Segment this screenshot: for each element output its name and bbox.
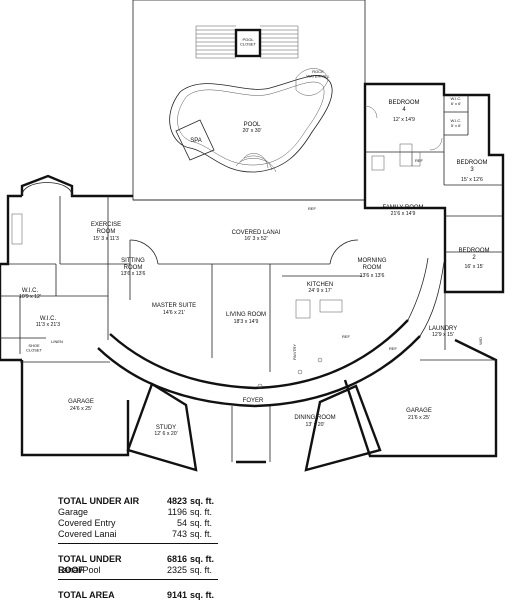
area-row-garage: Garage 1196 sq. ft. bbox=[58, 507, 213, 517]
study-dims: 12' 6 x 20' bbox=[154, 431, 177, 437]
master-suite-label: MASTER SUITE bbox=[152, 303, 196, 309]
area-row-lanai-pool: Lanai/Pool 2325 sq. ft. bbox=[58, 565, 213, 575]
area-row-total-area: TOTAL AREA 9141 sq. ft. bbox=[58, 590, 214, 600]
master-suite-dims: 14'6 x 21' bbox=[163, 310, 185, 316]
study-label: STUDY bbox=[156, 425, 176, 431]
sitting-room-dims: 13'6 x 13'6 bbox=[121, 271, 146, 277]
living-room-label: LIVING ROOM bbox=[226, 312, 266, 318]
area-row-total-under-air: TOTAL UNDER AIR 4823 sq. ft. bbox=[58, 496, 214, 506]
area-row-covered-entry: Covered Entry 54 sq. ft. bbox=[58, 518, 213, 528]
exercise-room-dims: 15' 3 x 11'3 bbox=[93, 236, 119, 242]
garage-left-dims: 24'6 x 25' bbox=[70, 406, 92, 412]
foyer-label: FOYER bbox=[243, 398, 264, 404]
family-room-dims: 21'6 x 14'9 bbox=[391, 211, 416, 217]
garage-right-label: GARAGE bbox=[406, 408, 432, 414]
ref-top-label: REF bbox=[415, 158, 424, 163]
area-row-total-under-roof: TOTAL UNDER ROOF 6816 sq. ft. bbox=[58, 554, 214, 575]
area-summary-table: TOTAL UNDER AIR 4823 sq. ft. Garage 1196… bbox=[58, 496, 218, 601]
area-divider bbox=[58, 543, 218, 544]
garage-left-label: GARAGE bbox=[68, 399, 94, 405]
wic-a-dims: 6' x 6' bbox=[451, 101, 461, 106]
bedroom3-dims: 15' x 12'6 bbox=[461, 177, 483, 183]
wic-b-dims: 5' x 6' bbox=[451, 123, 461, 128]
kitchen-label: KITCHEN bbox=[307, 282, 333, 288]
wic-d-dims: 11'3 x 21'3 bbox=[36, 322, 60, 328]
laundry-label: LAUNDRY bbox=[429, 326, 458, 332]
laundry-dims: 12'9 x 15' bbox=[432, 332, 454, 338]
bedroom2-dims: 16' x 15' bbox=[465, 264, 484, 270]
bedroom4-dims: 12' x 14'9 bbox=[393, 117, 415, 123]
wic-c-label: W.I.C. bbox=[22, 288, 39, 294]
pool-label: POOL bbox=[244, 122, 261, 128]
dining-room-dims: 13' x 20' bbox=[306, 422, 325, 428]
house-walls bbox=[0, 174, 505, 472]
wic-c-dims: 10'9 x 12' bbox=[19, 294, 41, 300]
ref-kitchen-label: REF bbox=[342, 334, 351, 339]
garage-right-dims: 21'6 x 25' bbox=[408, 415, 430, 421]
ref-laundry-label: REF bbox=[389, 346, 398, 351]
covered-lanai-dims: 16' 3 x 52' bbox=[244, 236, 267, 242]
wic-a-label: W.I.C. bbox=[451, 96, 462, 101]
kitchen-dims: 24' 9 x 17' bbox=[308, 288, 331, 294]
wic-b-label: W.I.C. bbox=[451, 118, 462, 123]
family-room-label: FAMILY ROOM bbox=[382, 205, 423, 211]
living-room-dims: 18'3 x 14'9 bbox=[234, 319, 259, 325]
pantry-label: PANTRY bbox=[292, 344, 297, 360]
pool-dims: 20' x 30' bbox=[243, 128, 262, 134]
area-divider bbox=[58, 579, 218, 580]
bedroom-wing bbox=[363, 82, 505, 208]
wic-d-label: W.I.C. bbox=[40, 316, 57, 322]
wd-label: W/D bbox=[478, 337, 483, 345]
covered-lanai-label: COVERED LANAI bbox=[232, 230, 281, 236]
linen-label: LINEN bbox=[51, 339, 63, 344]
area-row-covered-lanai: Covered Lanai 743 sq. ft. bbox=[58, 529, 213, 539]
morning-room-dims: 13'6 x 13'6 bbox=[360, 273, 385, 279]
ref-lanai-label: REF bbox=[308, 206, 317, 211]
dining-room-label: DINING ROOM bbox=[294, 415, 335, 421]
pool-enclosure bbox=[132, 0, 366, 201]
spa-label: SPA bbox=[190, 138, 202, 144]
